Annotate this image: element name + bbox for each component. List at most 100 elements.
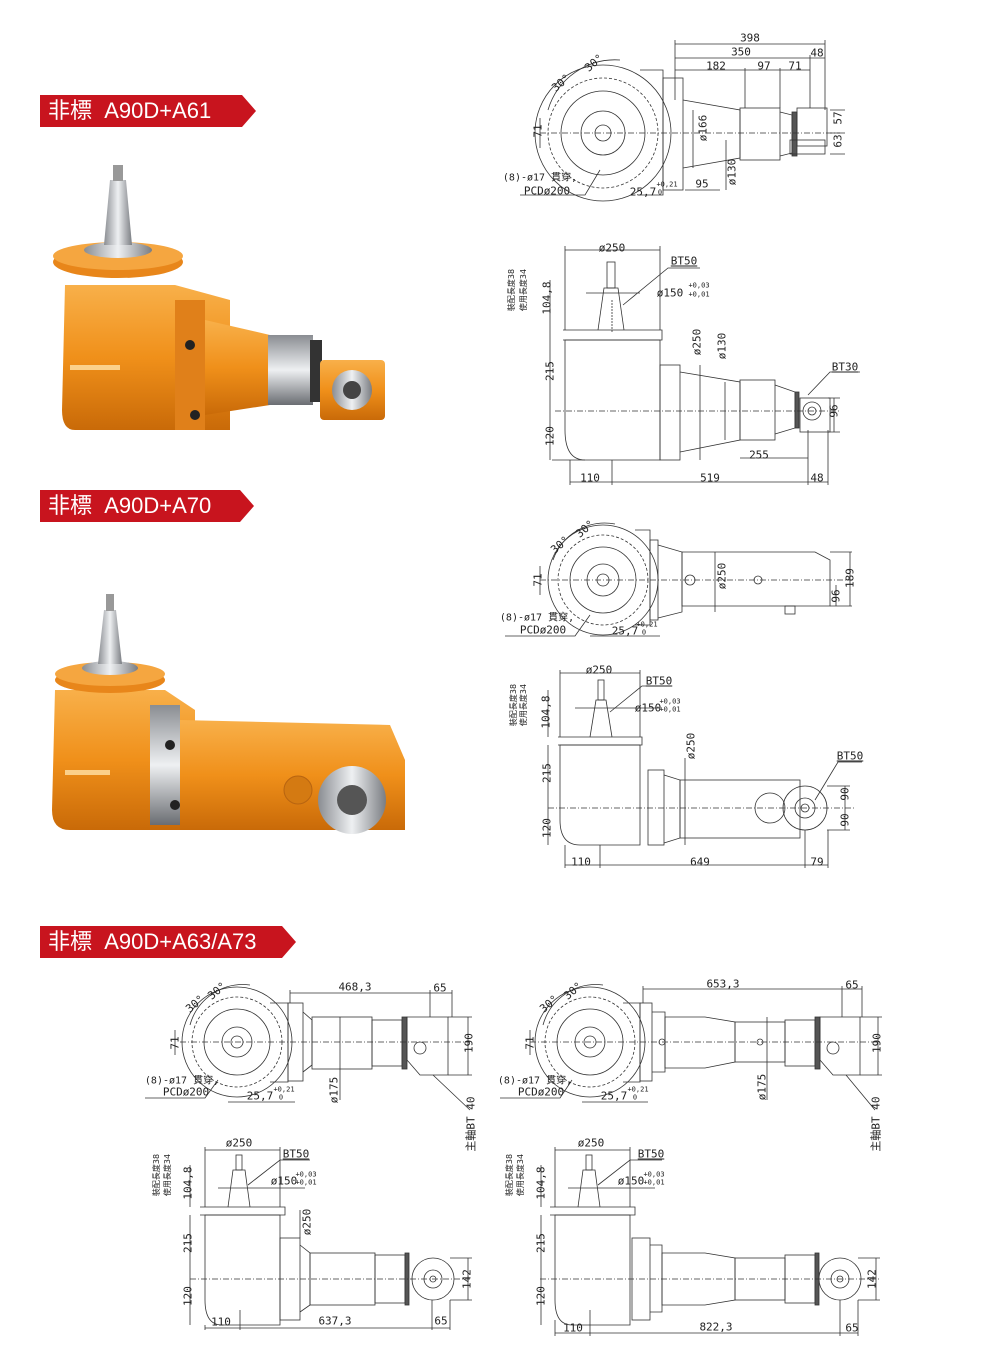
section-title-a63-a73: 非標 A90D+A63/A73 [40,926,296,958]
dimension-label-a63-side: 637,3 [318,1314,352,1328]
dimension-label-a61-top: +0,21 [656,180,678,189]
dimension-label-a73-top: 71 [523,1036,537,1050]
dimension-label-a73-side: 裝配長度38 [505,1153,514,1197]
dimension-label-a63-top: 0 [278,1093,284,1102]
drawing-a70-side [547,670,862,868]
dimension-label-a63-top: +0,21 [273,1085,295,1094]
dimension-label-a61-top: 71 [788,59,802,73]
dimension-label-a73-side: 822,3 [699,1320,733,1334]
dimension-label-a61-top: 57 [831,111,845,125]
dimension-label-a61-side: 裝配長度38 [507,268,516,312]
dimension-label-a61-side: ø250 [598,241,626,255]
dimension-label-a70-top: 71 [531,573,545,587]
dimension-label-a63-side: 142 [460,1269,474,1289]
drawing-a61-side [549,246,860,485]
section-title-a61: 非標 A90D+A61 [40,95,256,127]
dimension-label-a61-top: 350 [731,45,751,59]
dimension-label-a70-side: ø250 [684,732,698,760]
dimension-label-a63-top: 468,3 [338,980,372,994]
dimension-label-a70-top: 189 [843,568,857,588]
dimension-label-a73-side: +0,01 [643,1178,665,1187]
drawing-a73-side [540,1147,880,1336]
dimension-label-a63-side: ø150 [270,1174,298,1188]
dimension-label-a63-side: +0,03 [295,1170,317,1179]
dimension-label-a61-top: PCDø200 [523,184,571,198]
dimension-label-a70-side: 104,8 [539,695,553,729]
section-title-a70: 非標 A90D+A70 [40,490,254,522]
dimension-label-a61-top: 25,7 [629,185,657,199]
dimension-label-a63-side: 215 [181,1233,195,1253]
dimension-label-a61-top: ø166 [696,114,710,142]
dimension-label-a70-top: 96 [829,589,843,603]
dimension-label-a70-top: PCDø200 [519,623,567,637]
dimension-label-a61-side: BT30 [831,360,859,374]
dimension-label-a73-top: (8)-ø17 貫穿, [497,1075,573,1087]
dimension-label-a70-side: 90 [838,813,852,827]
dimension-label-a63-top: 25,7 [246,1089,274,1103]
dimension-label-a63-top: 71 [168,1036,182,1050]
dimension-label-a61-side: 104,8 [540,281,554,315]
dimension-label-a70-side: +0,03 [659,697,681,706]
dimension-label-a70-side: 90 [838,787,852,801]
dimension-label-a70-side: 裝配長度38 [509,683,518,727]
dimension-label-a61-top: ø130 [725,158,739,186]
dimension-label-a73-top: 25,7 [600,1089,628,1103]
dimension-label-a70-side: 79 [810,855,824,869]
dimension-label-a70-side: BT50 [836,749,864,763]
dimension-label-a61-top: 182 [706,59,726,73]
dimension-label-a63-side: 65 [434,1314,448,1328]
dimension-label-a61-top: 97 [757,59,771,73]
dimension-label-a73-top: 主軸BT 40 [869,1096,883,1152]
dimension-label-a73-side: 65 [845,1321,859,1335]
dimension-label-a73-side: 使用長度34 [516,1153,525,1197]
dimension-label-a70-side: ø150 [634,701,662,715]
dimension-label-a61-side: 96 [827,404,841,418]
dimension-label-a61-side: 使用長度34 [519,268,528,312]
dimension-label-a73-top: 65 [845,978,859,992]
dimension-label-a63-side: 使用長度34 [163,1153,172,1197]
dimension-label-a61-top: 48 [810,46,824,60]
dimension-label-a73-side: 104,8 [534,1166,548,1200]
dimension-label-a73-side: +0,03 [643,1170,665,1179]
dimension-label-a63-side: 120 [181,1286,195,1306]
dimension-label-a63-side: 裝配長度38 [152,1153,161,1197]
dimension-label-a73-side: BT50 [637,1147,665,1161]
dimension-label-a70-top: 0 [641,628,647,637]
dimension-label-a73-side: 110 [563,1321,583,1335]
dimension-label-a70-side: BT50 [645,674,673,688]
drawing-a63-side [189,1147,472,1330]
dimension-label-a70-top: (8)-ø17 貫穿, [499,612,575,624]
dimension-label-a73-top: 653,3 [706,977,740,991]
dimension-label-a70-top: 25,7 [611,624,639,638]
dimension-label-a63-top: 65 [433,981,447,995]
dimension-label-a61-side: 48 [810,471,824,485]
dimension-label-a61-side: BT50 [670,254,698,268]
dimension-label-a61-side: ø250 [690,328,704,356]
dimension-label-a63-side: BT50 [282,1147,310,1161]
dimension-label-a70-side: 使用長度34 [519,683,528,727]
dimension-label-a61-top: (8)-ø17 貫穿, [502,172,578,184]
drawing-a61-top [520,40,845,202]
dimension-label-a61-side: 215 [543,361,557,381]
dimension-label-a61-side: 110 [580,471,600,485]
dimension-label-a61-top: 71 [531,124,545,138]
dimension-label-a61-side: 255 [749,448,769,462]
dimension-label-a63-side: 110 [211,1315,231,1329]
dimension-label-a61-side: 120 [543,426,557,446]
dimension-label-a73-side: 215 [534,1233,548,1253]
drawing-a70-top [505,522,852,637]
dimension-label-a63-top: 190 [462,1033,476,1053]
dimension-label-a63-top: (8)-ø17 貫穿, [144,1075,220,1087]
dimension-label-a73-top: +0,21 [627,1085,649,1094]
dimension-label-a61-side: ø150 [656,286,684,300]
dimension-label-a63-side: 104,8 [181,1166,195,1200]
dimension-label-a73-top: ø175 [755,1073,769,1101]
dimension-label-a73-top: 0 [632,1093,638,1102]
dimension-label-a63-side: ø250 [225,1136,253,1150]
dimension-label-a73-side: 142 [865,1269,879,1289]
dimension-label-a73-side: ø250 [577,1136,605,1150]
dimension-label-a63-top: PCDø200 [162,1085,210,1099]
drawing-a73-top [500,984,882,1111]
